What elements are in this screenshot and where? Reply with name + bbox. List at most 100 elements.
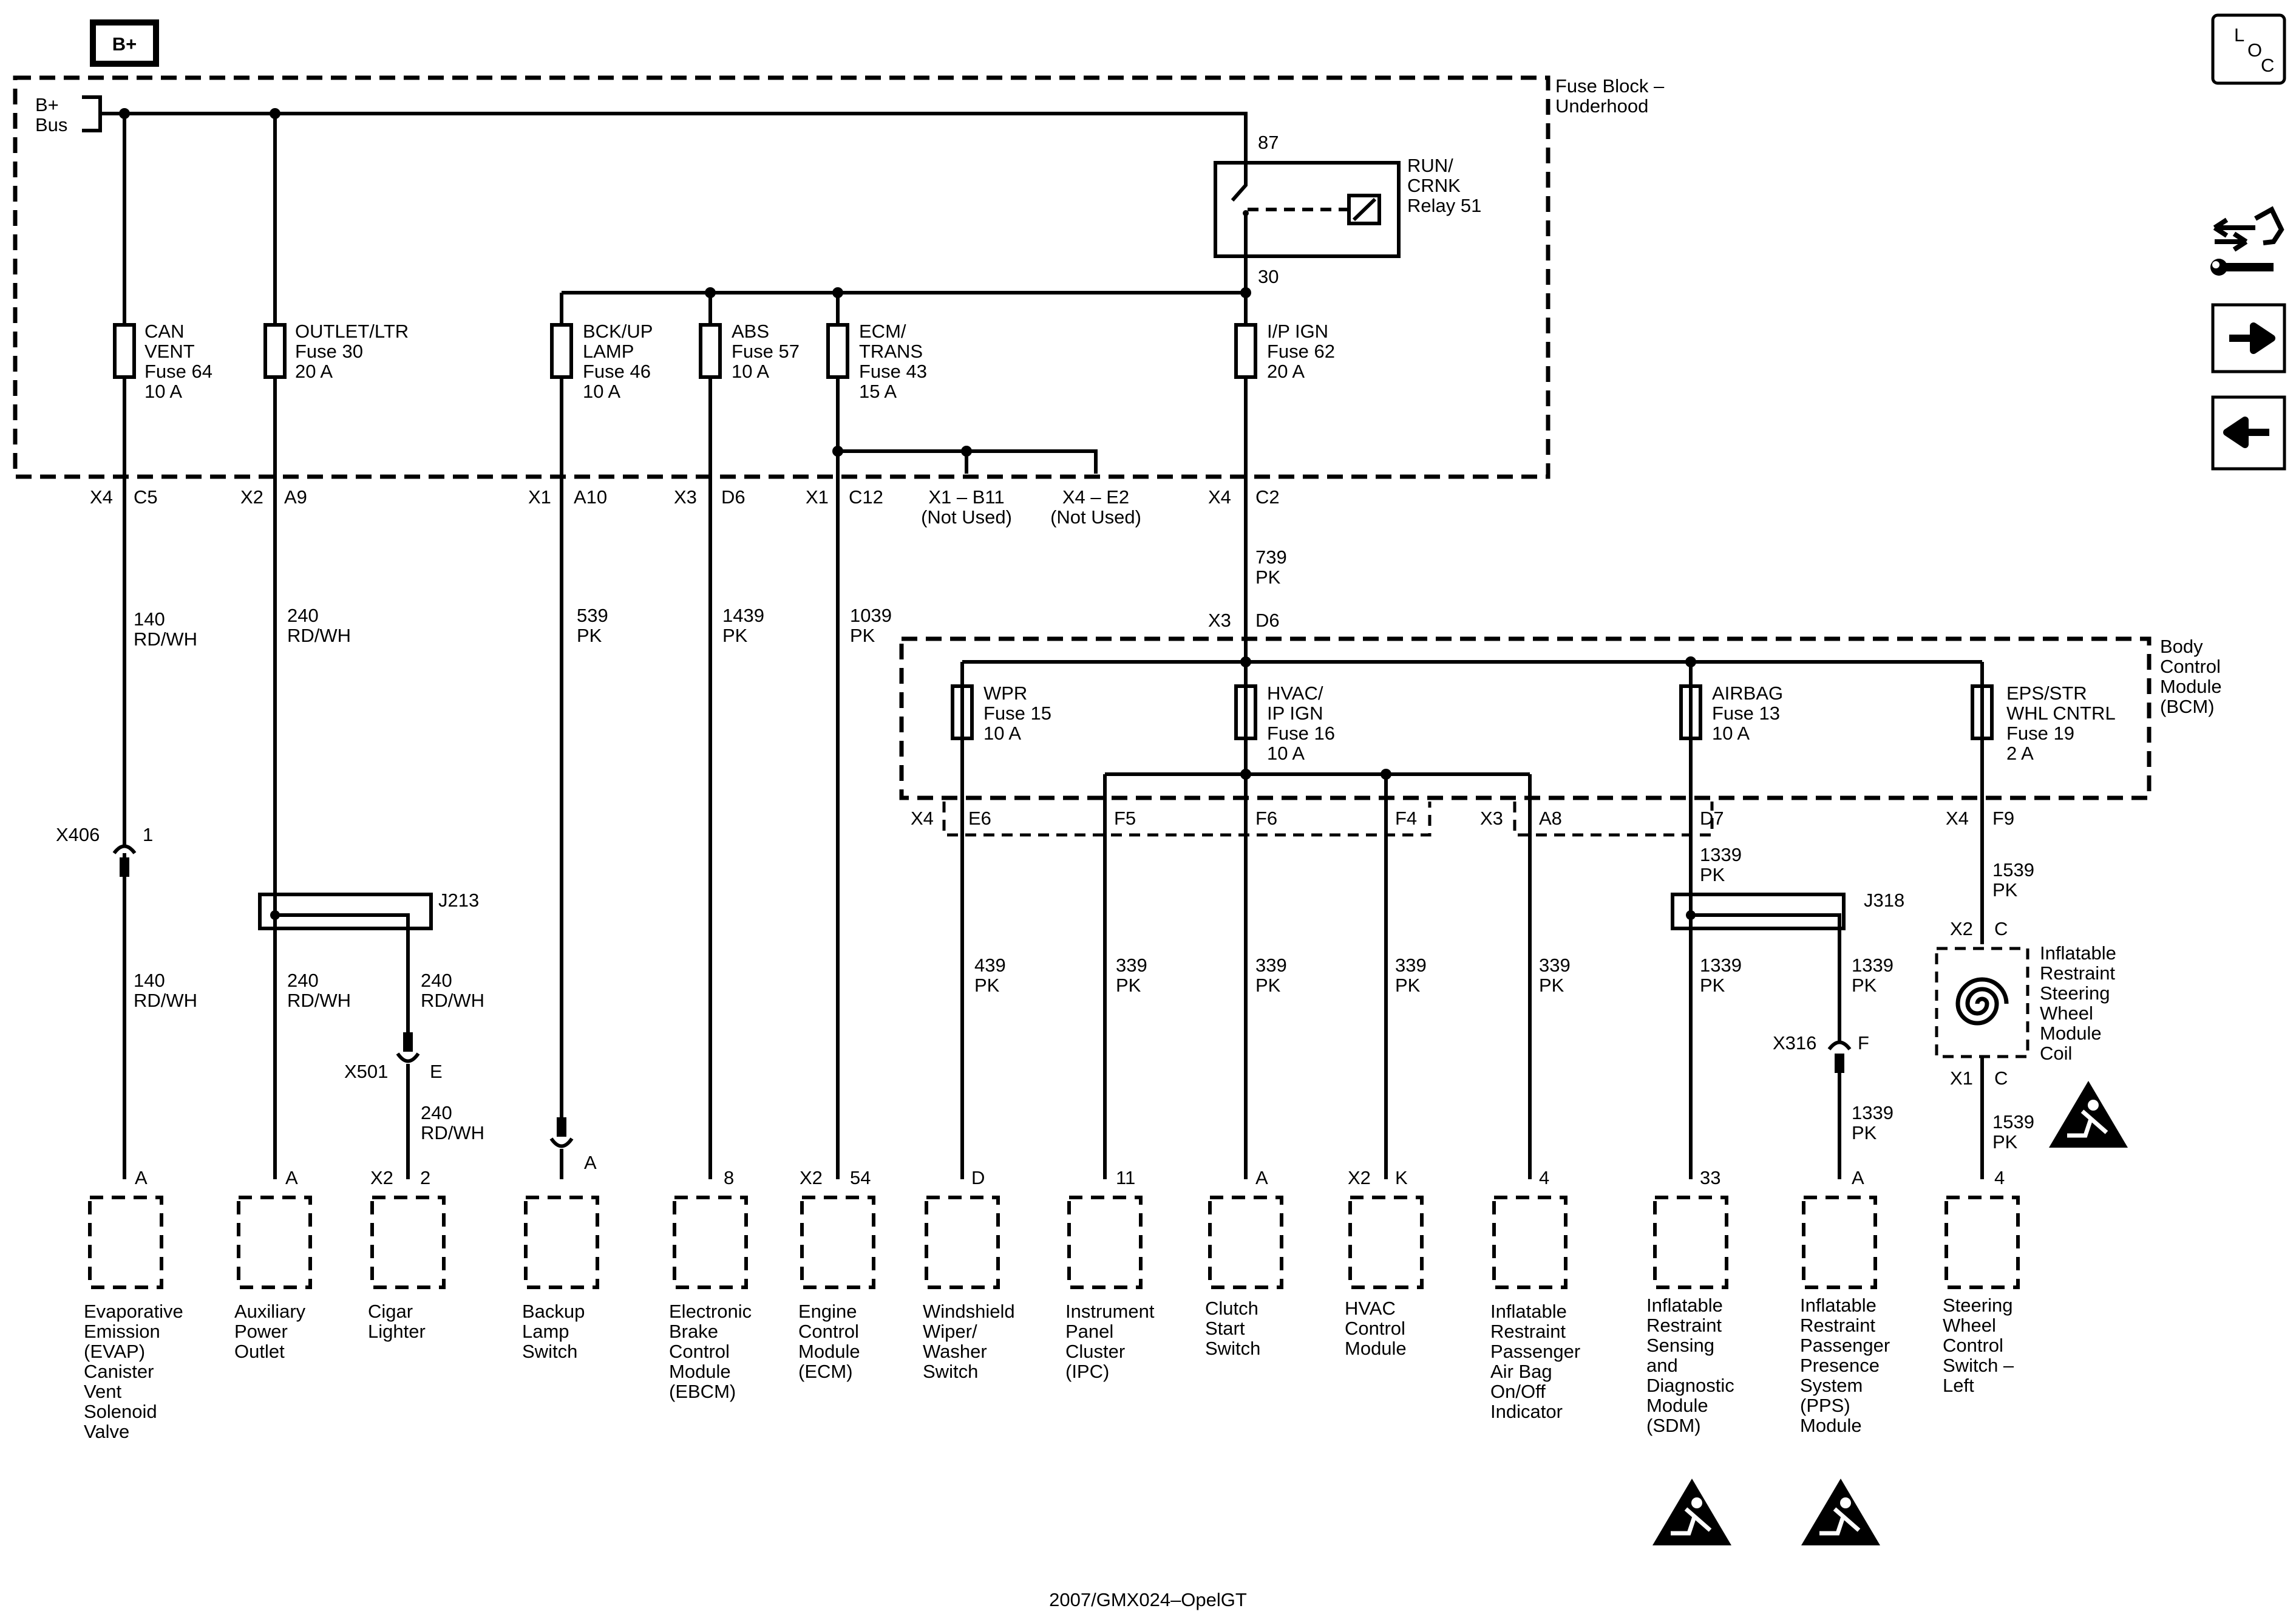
svg-text:Passenger: Passenger xyxy=(1800,1335,1890,1356)
svg-text:Washer: Washer xyxy=(923,1341,987,1362)
svg-text:240: 240 xyxy=(287,970,319,991)
svg-text:1339: 1339 xyxy=(1852,955,1894,976)
svg-text:11: 11 xyxy=(1116,1167,1135,1188)
svg-text:Restraint: Restraint xyxy=(1800,1315,1875,1336)
svg-text:Control: Control xyxy=(1345,1318,1405,1339)
svg-text:Presence: Presence xyxy=(1800,1355,1880,1376)
splice-dot xyxy=(1240,769,1251,780)
fuse-label-abs: ABS Fuse 57 10 A xyxy=(732,321,800,382)
component-label-airbag-indicator: Inflatable Restraint Passenger Air Bag O… xyxy=(1490,1301,1580,1422)
svg-text:X2: X2 xyxy=(800,1167,823,1188)
svg-text:Evaporative: Evaporative xyxy=(84,1301,183,1322)
fuse-block-pins: X4 C5 X2 A9 X1 A10 X3 D6 X1 C12 X4 C2 xyxy=(90,486,1280,508)
svg-text:D7: D7 xyxy=(1700,808,1724,829)
svg-text:X1 – B11: X1 – B11 xyxy=(928,486,1004,508)
svg-text:739: 739 xyxy=(1255,547,1287,568)
fuse-abs xyxy=(699,323,722,379)
fuse-label-wpr: WPR Fuse 15 10 A xyxy=(983,683,1051,744)
svg-text:Canister: Canister xyxy=(84,1361,154,1382)
fuse-label-outlet-ltr: OUTLET/LTR Fuse 30 20 A xyxy=(295,321,409,382)
fuse-label-bck-up-lamp: BCK/UP LAMP Fuse 46 10 A xyxy=(583,321,653,402)
relay-label-1: RUN/ xyxy=(1407,155,1453,176)
connector-x501-label: X501 xyxy=(344,1061,388,1082)
svg-text:Module: Module xyxy=(1345,1338,1407,1359)
svg-text:Restraint: Restraint xyxy=(2040,962,2115,984)
svg-text:VENT: VENT xyxy=(144,341,195,362)
svg-text:Restraint: Restraint xyxy=(1646,1315,1722,1336)
svg-text:(ECM): (ECM) xyxy=(798,1361,853,1382)
svg-text:A10: A10 xyxy=(574,486,607,508)
svg-text:PK: PK xyxy=(1539,975,1564,996)
svg-text:Fuse 19: Fuse 19 xyxy=(2006,723,2074,744)
svg-text:Passenger: Passenger xyxy=(1490,1341,1580,1362)
svg-text:Inflatable: Inflatable xyxy=(1646,1295,1723,1316)
svg-text:Brake: Brake xyxy=(669,1321,718,1342)
svg-text:C2: C2 xyxy=(1255,486,1280,508)
coil-bottom-pin: C xyxy=(1994,1067,2008,1089)
svg-text:33: 33 xyxy=(1700,1167,1720,1188)
svg-text:Fuse 16: Fuse 16 xyxy=(1267,723,1335,744)
fuse-can-vent xyxy=(113,323,136,379)
schematic-tools-icon[interactable] xyxy=(2210,206,2284,276)
svg-text:RD/WH: RD/WH xyxy=(421,990,484,1011)
component-label-cigar: Cigar Lighter xyxy=(368,1301,426,1342)
splice-j213-label: J213 xyxy=(438,890,479,911)
svg-text:Module: Module xyxy=(669,1361,731,1382)
relay-pin-87: 87 xyxy=(1258,132,1279,153)
component-label-ecm: Engine Control Module (ECM) xyxy=(798,1301,860,1382)
connector-x501 xyxy=(396,1032,420,1063)
svg-text:Solenoid: Solenoid xyxy=(84,1401,157,1422)
svg-text:Module: Module xyxy=(798,1341,860,1362)
bcm-title: Body Control Module (BCM) xyxy=(2160,636,2222,717)
fuse-ip-ign xyxy=(1234,323,1257,379)
svg-text:F5: F5 xyxy=(1114,808,1136,829)
component-label-clutch: Clutch Start Switch xyxy=(1205,1298,1260,1359)
svg-text:Outlet: Outlet xyxy=(234,1341,285,1362)
svg-text:Coil: Coil xyxy=(2040,1043,2072,1064)
svg-text:RD/WH: RD/WH xyxy=(287,625,351,646)
bcm-output-pins: X4 E6 F5 F6 F4 X3 A8 D7 X4 F9 xyxy=(911,808,2014,829)
svg-text:PK: PK xyxy=(974,975,1000,996)
svg-text:X2: X2 xyxy=(240,486,263,508)
svg-text:(IPC): (IPC) xyxy=(1065,1361,1109,1382)
svg-text:PK: PK xyxy=(1992,1131,2018,1153)
svg-text:339: 339 xyxy=(1255,955,1287,976)
svg-text:C: C xyxy=(2261,55,2274,76)
svg-text:1439: 1439 xyxy=(722,605,764,626)
svg-text:X1: X1 xyxy=(806,486,829,508)
next-page-button[interactable] xyxy=(2211,303,2286,373)
relay-label-3: Relay 51 xyxy=(1407,195,1481,216)
svg-text:Fuse 46: Fuse 46 xyxy=(583,361,651,382)
fuse-block-outline xyxy=(13,75,1550,479)
svg-text:8: 8 xyxy=(724,1167,734,1188)
svg-text:HVAC: HVAC xyxy=(1345,1298,1396,1319)
svg-text:Instrument: Instrument xyxy=(1065,1301,1155,1322)
svg-text:4: 4 xyxy=(1539,1167,1549,1188)
component-label-aux-outlet: Auxiliary Power Outlet xyxy=(234,1301,306,1362)
svg-text:Control: Control xyxy=(669,1341,730,1362)
previous-page-button[interactable] xyxy=(2211,395,2286,471)
loc-icon[interactable]: L O C xyxy=(2211,13,2286,85)
wire-labels-upper: 140 RD/WH 240 RD/WH 539 PK 1439 PK 1039 … xyxy=(134,547,1287,650)
svg-text:RD/WH: RD/WH xyxy=(134,990,197,1011)
svg-text:Wheel: Wheel xyxy=(1943,1315,1996,1336)
svg-text:System: System xyxy=(1800,1375,1863,1396)
fuse-outlet-ltr xyxy=(263,323,287,379)
bcm-input-conn: X3 xyxy=(1208,610,1231,631)
svg-text:240: 240 xyxy=(421,1102,452,1123)
svg-text:Diagnostic: Diagnostic xyxy=(1646,1375,1734,1396)
run-crank-bus xyxy=(562,256,1248,295)
svg-text:Module: Module xyxy=(2040,1023,2102,1044)
svg-text:X3: X3 xyxy=(674,486,697,508)
svg-text:Switch –: Switch – xyxy=(1943,1355,2014,1376)
fuse-label-ecm-trans: ECM/ TRANS Fuse 43 15 A xyxy=(859,321,927,402)
fuse-label-hvac-ip-ign: HVAC/ IP IGN Fuse 16 10 A xyxy=(1267,683,1335,764)
wire-cigar-lighter xyxy=(275,913,410,1032)
svg-text:15 A: 15 A xyxy=(859,381,897,402)
svg-text:X2: X2 xyxy=(1348,1167,1371,1188)
svg-text:Module: Module xyxy=(1646,1395,1708,1416)
svg-text:Lamp: Lamp xyxy=(522,1321,569,1342)
connector-backup-lamp xyxy=(549,1117,574,1148)
svg-text:539: 539 xyxy=(577,605,608,626)
